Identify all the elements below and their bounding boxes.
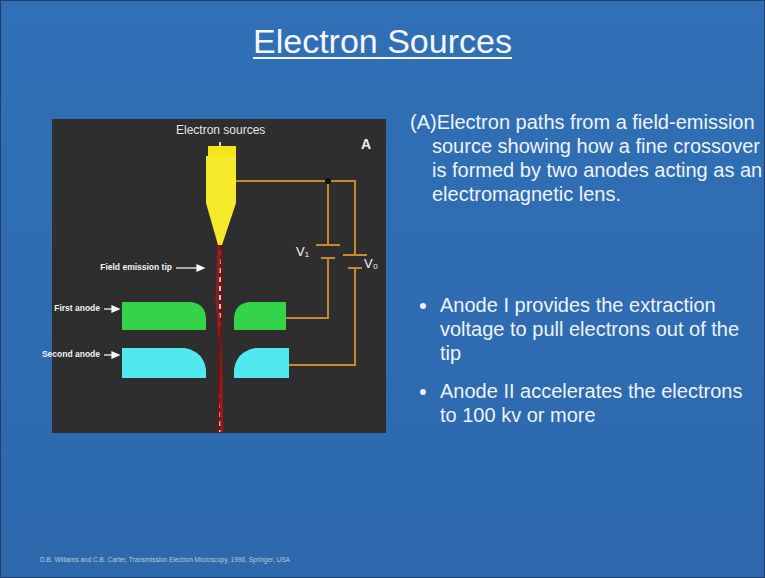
bullet-text: Anode II accelerates the electrons to 10… — [440, 379, 752, 427]
voltage-label: V₁ — [296, 244, 309, 259]
part-label: Second anode — [42, 349, 100, 359]
voltage-label: V₀ — [364, 256, 378, 271]
description-text: (A)Electron paths from a field-emission … — [410, 110, 765, 206]
slide-title: Electron Sources — [253, 22, 512, 61]
figure-heading: Electron sources — [176, 123, 265, 137]
part-label: First anode — [54, 303, 100, 313]
bullet-dot — [420, 303, 426, 309]
citation: D.B. Williams and C.B. Carter, Transmiss… — [40, 556, 290, 563]
part-label: Field emission tip — [100, 262, 172, 272]
panel-letter: A — [361, 136, 371, 152]
bullet-dot — [420, 389, 426, 395]
bullet-text: Anode I provides the extraction voltage … — [440, 293, 752, 365]
